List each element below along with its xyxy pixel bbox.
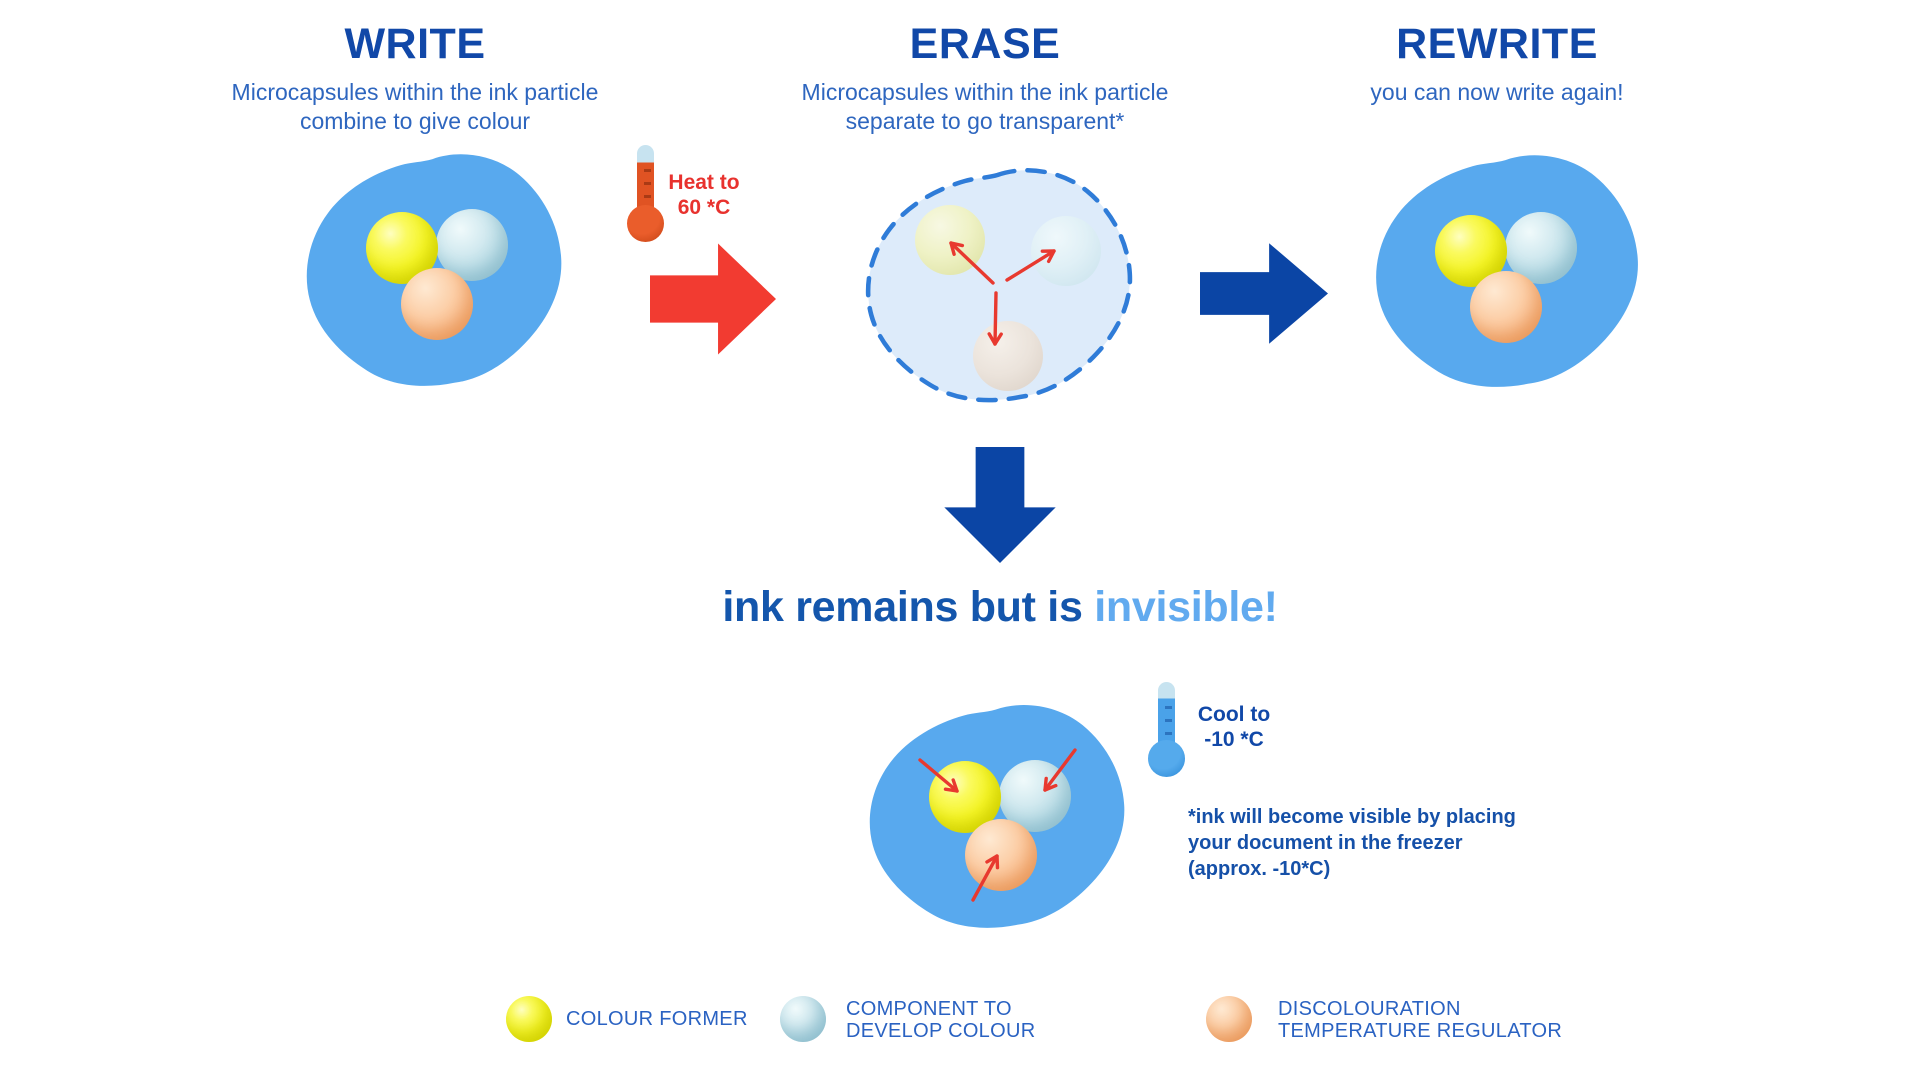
legend-colour-developer-label: COMPONENT TO DEVELOP COLOUR — [846, 998, 1035, 1042]
footnote-line2: your document in the freezer — [1188, 832, 1463, 854]
erase-ink-blob — [855, 163, 1145, 423]
write-title: WRITE — [344, 20, 486, 68]
temperature-regulator-sphere — [1470, 271, 1542, 343]
heat-label-line1: Heat to — [668, 171, 740, 194]
legend-temperature-regulator-label: DISCOLOURATION TEMPERATURE REGULATOR — [1278, 998, 1562, 1042]
footnote-line3: (approx. -10*C) — [1188, 858, 1331, 880]
thermometer-tube — [1158, 682, 1175, 750]
legend-colour-developer-line1: COMPONENT TO — [846, 998, 1012, 1020]
rewrite-subtitle: you can now write again! — [1370, 79, 1624, 105]
cooled-ink-blob — [857, 698, 1139, 950]
write-ink-blob — [294, 147, 576, 409]
rewrite-title: REWRITE — [1396, 20, 1598, 68]
cool-label-line1: Cool to — [1197, 703, 1271, 726]
erase-subtitle-line2: separate to go transparent* — [845, 108, 1125, 134]
legend-colour-developer-sphere — [780, 996, 826, 1042]
heat-label-line2: 60 *C — [677, 196, 731, 219]
thermometer-bulb — [627, 205, 664, 242]
legend-colour-developer-line2: DEVELOP COLOUR — [846, 1020, 1036, 1042]
cool-label-line2: -10 *C — [1204, 728, 1264, 751]
freezer-footnote: *ink will become visible by placing your… — [1188, 804, 1558, 882]
temperature-regulator-sphere — [401, 268, 473, 340]
thermometer-bulb — [1148, 740, 1185, 777]
ink-blob-shape — [869, 705, 1125, 928]
legend-temperature-regulator-line1: DISCOLOURATION — [1278, 998, 1461, 1020]
temperature-regulator-sphere — [965, 819, 1037, 891]
legend-temperature-regulator-line2: TEMPERATURE REGULATOR — [1278, 1020, 1563, 1042]
headline-prefix: ink remains but is — [722, 583, 1083, 631]
cool-label: Cool to -10 *C — [1186, 702, 1282, 752]
write-step-header: WRITE Microcapsules within the ink parti… — [165, 20, 665, 136]
write-subtitle-line1: Microcapsules within the ink particle — [231, 79, 599, 105]
heat-label: Heat to 60 *C — [654, 170, 754, 220]
proceed-arrow-icon — [1200, 243, 1328, 344]
thermometer-tube — [637, 145, 654, 213]
combination-arrows — [918, 748, 1077, 902]
erase-subtitle-line1: Microcapsules within the ink particle — [801, 79, 1169, 105]
legend-colour-former-sphere — [506, 996, 552, 1042]
headline-highlight: invisible! — [1094, 583, 1278, 631]
erase-subtitle: Microcapsules within the ink particle sep… — [735, 78, 1235, 136]
erase-step-header: ERASE Microcapsules within the ink parti… — [735, 20, 1235, 136]
write-subtitle: Microcapsules within the ink particle com… — [165, 78, 665, 136]
separation-arrows — [949, 241, 1056, 346]
temperature-regulator-sphere-faded — [973, 321, 1043, 391]
legend-temperature-regulator-sphere — [1206, 996, 1252, 1042]
thermometer-cold-icon — [1148, 682, 1185, 777]
thermometer-hot-icon — [627, 145, 664, 242]
heat-arrow-icon — [650, 243, 776, 355]
legend-colour-former-label: COLOUR FORMER — [566, 1008, 748, 1030]
footnote-line1: *ink will become visible by placing — [1188, 806, 1516, 828]
headline: ink remains but is invisible! — [560, 583, 1440, 632]
down-arrow-icon — [944, 447, 1056, 563]
rewrite-ink-blob — [1363, 148, 1653, 410]
erase-title: ERASE — [909, 20, 1061, 68]
rewrite-step-header: REWRITE you can now write again! — [1247, 20, 1747, 107]
write-subtitle-line2: combine to give colour — [299, 108, 531, 134]
